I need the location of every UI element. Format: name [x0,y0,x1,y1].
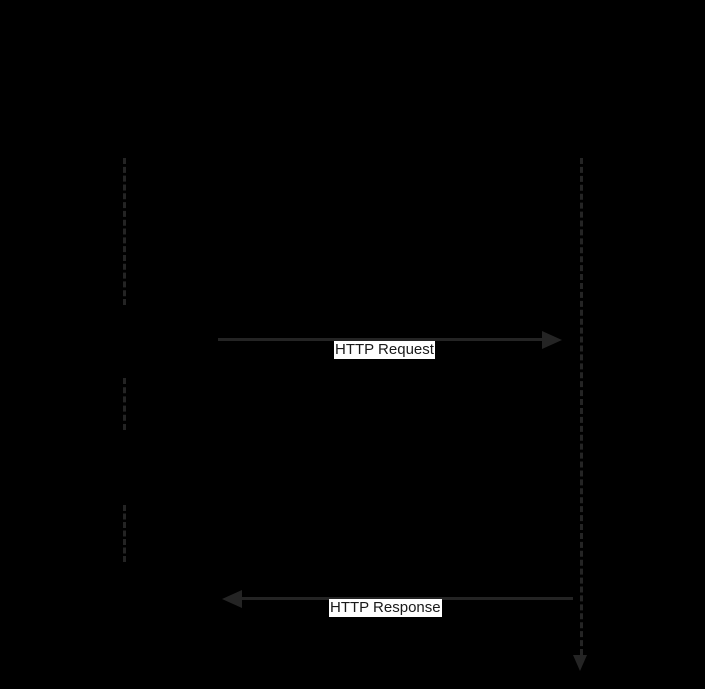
arrowhead-right-icon [542,331,562,349]
client-lifeline-segment-3 [123,505,126,562]
message-http-request-label: HTTP Request [334,341,435,359]
message-http-request-line [218,338,542,341]
client-lifeline-segment-1 [123,158,126,305]
message-http-response-line [242,597,573,600]
arrowhead-left-icon [222,590,242,608]
server-lifeline-end-arrow-icon [573,655,587,671]
client-lifeline-segment-2 [123,378,126,430]
server-lifeline-segment-1 [580,158,583,655]
message-http-response-label: HTTP Response [329,599,442,617]
